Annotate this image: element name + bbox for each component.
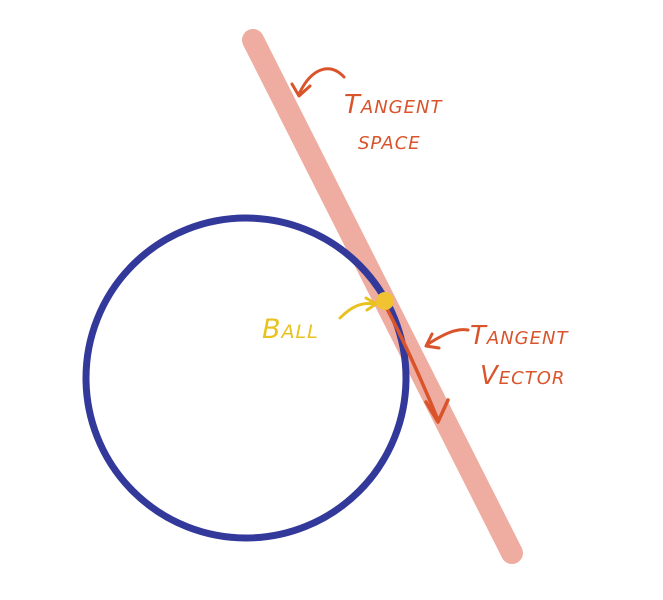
ball bbox=[376, 292, 394, 310]
tangent-vector-arrow bbox=[382, 301, 440, 422]
tangent-space-pointer-head bbox=[290, 82, 312, 98]
ball-pointer-head bbox=[364, 296, 378, 312]
tangent-space-label-line2: space bbox=[358, 126, 421, 156]
tangent-space-pointer bbox=[298, 67, 346, 94]
tangent-vector-pointer bbox=[426, 328, 470, 346]
tangent-space-label-line1: Tangent bbox=[344, 90, 443, 120]
tangent-vector-arrowhead bbox=[424, 398, 450, 424]
ball-pointer bbox=[338, 302, 376, 320]
tangent-vector-label-line2: Vector bbox=[480, 361, 565, 391]
circle bbox=[82, 214, 410, 542]
ball-label: Ball bbox=[262, 314, 319, 345]
tangent-vector-pointer-head bbox=[424, 332, 441, 350]
tangent-vector-label-line1: Tangent bbox=[470, 321, 569, 351]
